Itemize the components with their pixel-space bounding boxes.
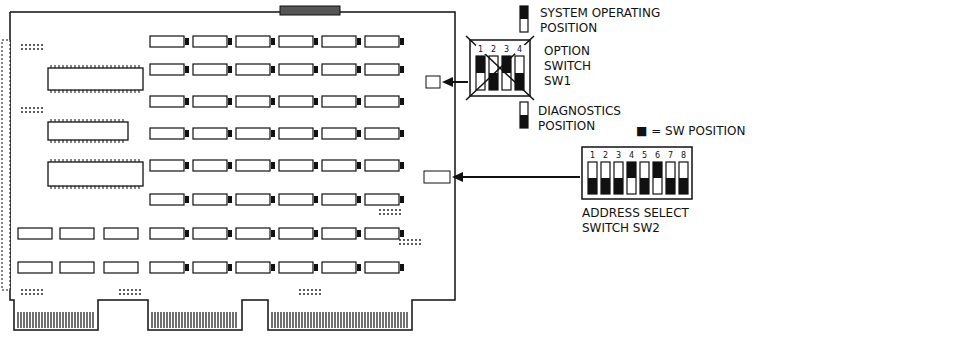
switch-number: 3 (502, 45, 512, 54)
switch-name: OPTION SWITCH SW1 (544, 44, 606, 89)
switch-name: ADDRESS SELECT SWITCH SW2 (582, 206, 722, 236)
board-outline (10, 12, 455, 330)
mounting-strip (2, 40, 10, 290)
diagnostics-position-icon (520, 102, 528, 128)
switch-number: 7 (666, 151, 676, 160)
sw2-on-board (424, 171, 450, 183)
switch-number: 8 (679, 151, 689, 160)
switch-number: 3 (614, 151, 624, 160)
system-position-icon (520, 6, 528, 32)
switch-number: 5 (640, 151, 650, 160)
switch-number: 4 (627, 151, 637, 160)
address-switch-sw2 (582, 147, 692, 199)
switch-number: 1 (588, 151, 598, 160)
sw1-on-board (426, 76, 440, 88)
position-note: DIAGNOSTICS POSITION (538, 104, 648, 134)
switch-number: 1 (476, 45, 486, 54)
switch-number: 2 (489, 45, 499, 54)
legend-note: ■ = SW POSITION (636, 124, 786, 139)
top-connector (280, 6, 340, 15)
switch-number: 6 (653, 151, 663, 160)
edge-fingers (272, 312, 407, 328)
pointer-arrow (442, 77, 468, 87)
chips (18, 36, 421, 295)
option-switch-sw1 (466, 36, 534, 100)
pointer-arrow (452, 172, 580, 182)
switch-number: 2 (601, 151, 611, 160)
position-note: SYSTEM OPERATING POSITION (540, 6, 690, 36)
edge-fingers (152, 312, 236, 328)
edge-fingers (18, 312, 93, 328)
switch-number: 4 (515, 45, 525, 54)
